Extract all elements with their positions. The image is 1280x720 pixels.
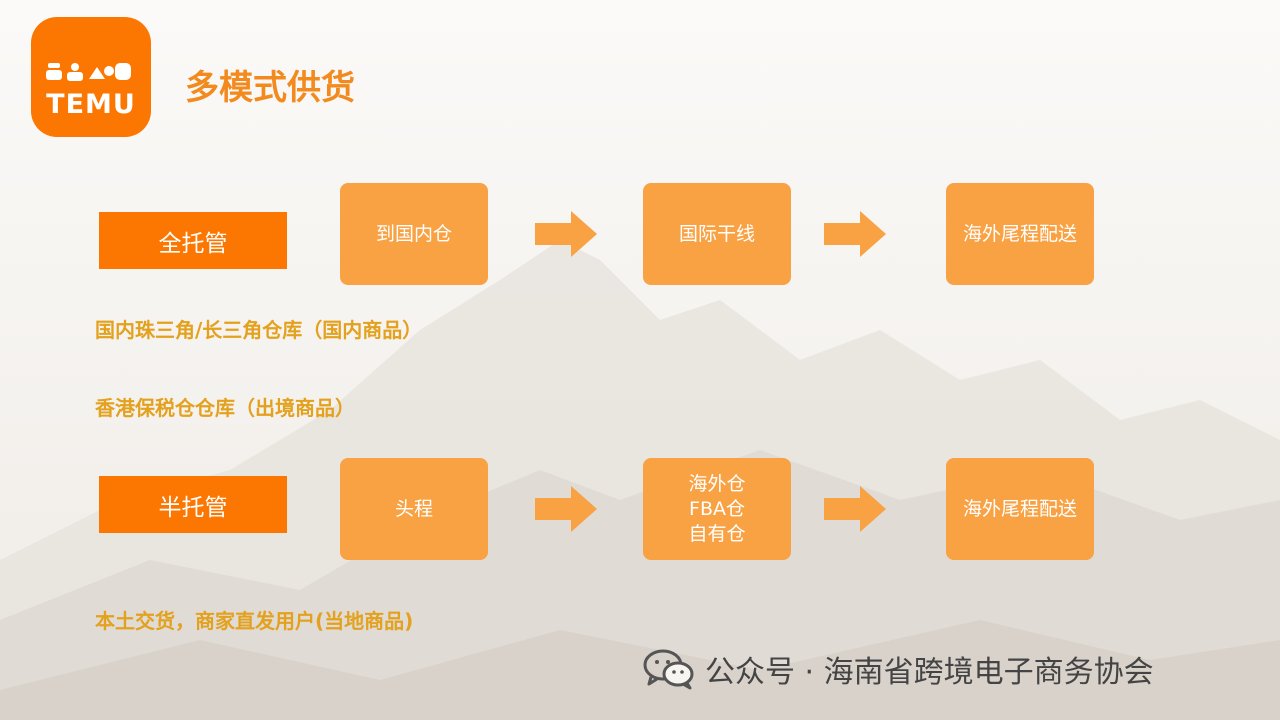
note-domestic-warehouse: 国内珠三角/长三角仓库（国内商品） xyxy=(95,318,423,342)
arrow-right-icon xyxy=(824,486,886,532)
temu-logo: TEMU xyxy=(31,17,151,137)
step-line: 海外仓 xyxy=(688,472,746,495)
note-hk-bonded-warehouse: 香港保税仓仓库（出境商品） xyxy=(95,396,355,420)
step-line: 海外尾程配送 xyxy=(962,497,1077,520)
logo-mascot-icons xyxy=(46,63,131,81)
step-overseas-last-mile: 海外尾程配送 xyxy=(946,183,1094,285)
step-line: 头程 xyxy=(394,497,433,520)
page-title: 多模式供货 xyxy=(185,68,355,108)
step-line: 海外尾程配送 xyxy=(962,222,1077,245)
wechat-icon xyxy=(643,649,694,690)
step-overseas-last-mile: 海外尾程配送 xyxy=(946,458,1094,560)
footer-text: 公众号 · 海南省跨境电子商务协会 xyxy=(705,655,1154,690)
logo-text: TEMU xyxy=(46,89,136,120)
semi-managed-label: 半托管 xyxy=(99,476,287,533)
step-line: FBA仓 xyxy=(689,497,745,520)
full-managed-label: 全托管 xyxy=(99,212,287,269)
note-local-delivery: 本土交货，商家直发用户(当地商品) xyxy=(95,609,414,633)
footer-watermark: 公众号 · 海南省跨境电子商务协会 xyxy=(643,647,1154,691)
step-line: 到国内仓 xyxy=(375,222,452,245)
arrow-right-icon xyxy=(824,211,886,257)
step-line: 自有仓 xyxy=(688,522,746,545)
step-domestic-warehouse: 到国内仓 xyxy=(340,183,488,285)
arrow-right-icon xyxy=(535,486,597,532)
step-warehouses: 海外仓 FBA仓 自有仓 xyxy=(643,458,791,560)
step-line: 国际干线 xyxy=(678,222,755,245)
arrow-right-icon xyxy=(535,211,597,257)
step-international-line: 国际干线 xyxy=(643,183,791,285)
step-first-leg: 头程 xyxy=(340,458,488,560)
